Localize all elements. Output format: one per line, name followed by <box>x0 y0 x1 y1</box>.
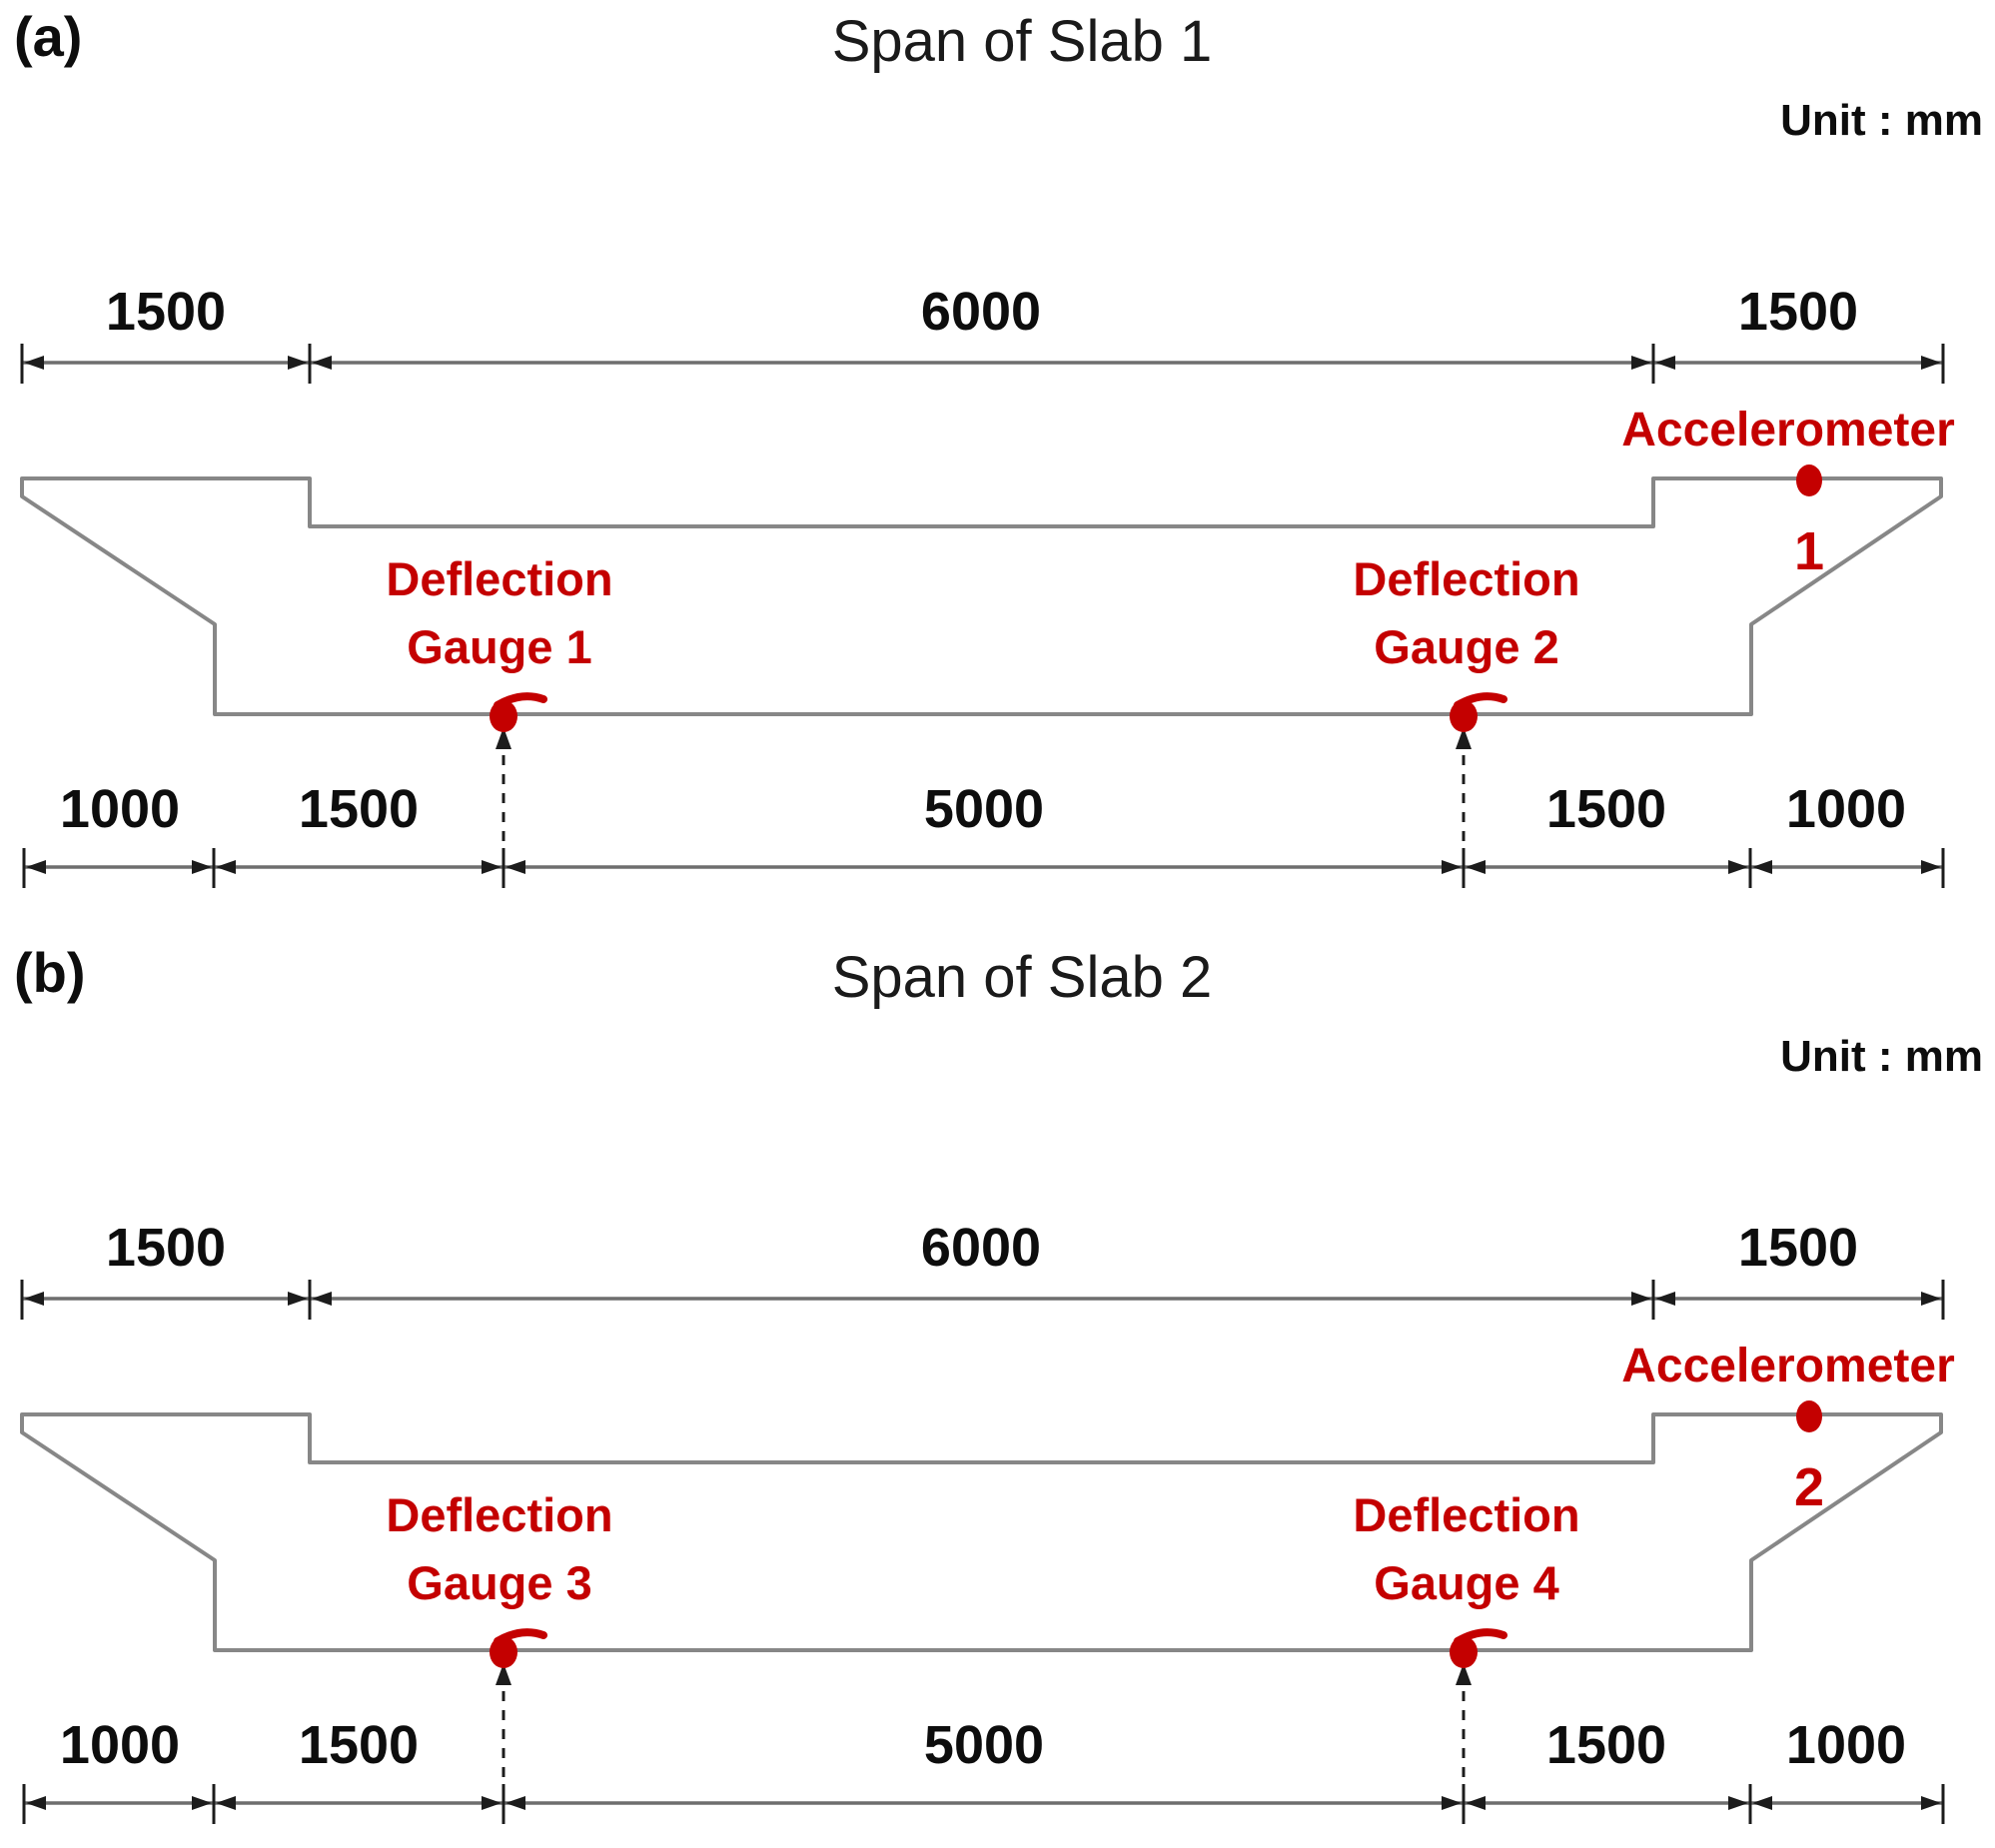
accelerometer-number: 2 <box>1793 1457 1825 1517</box>
top-dim-6000: 6000 <box>920 1218 1042 1278</box>
slab-2-drawing <box>20 1280 1945 1824</box>
accelerometer-number: 1 <box>1793 521 1825 581</box>
top-dim-1500-left: 1500 <box>105 282 227 342</box>
top-dimension-ticks <box>20 344 1945 384</box>
gauge-label-line2: Gauge 1 <box>407 620 592 673</box>
bottom-dimension-arrows <box>26 1796 1941 1810</box>
gauge-label-line1: Deflection <box>386 1488 613 1541</box>
slab-outline <box>20 476 1943 716</box>
panel-title: Span of Slab 1 <box>831 9 1213 74</box>
panel-title: Span of Slab 2 <box>831 945 1213 1010</box>
bottom-dimension-ticks <box>22 1784 1945 1824</box>
gauge-dashed-arrowheads <box>496 727 1472 749</box>
gauge-label-line1: Deflection <box>1353 552 1580 605</box>
slab-1-drawing <box>20 344 1945 888</box>
accelerometer-label: Accelerometer <box>1621 1340 1955 1392</box>
bottom-dim-1500-right: 1500 <box>1545 1715 1667 1775</box>
bottom-dimension-ticks <box>22 848 1945 888</box>
top-dimension-ticks <box>20 1280 1945 1320</box>
top-dim-1500-right: 1500 <box>1737 1218 1859 1278</box>
sensor-markers <box>490 464 1822 732</box>
top-dimension-arrows <box>24 356 1941 370</box>
unit-note: Unit : mm <box>1780 1032 1983 1081</box>
panel-tag: (b) <box>14 941 86 1004</box>
top-dim-1500-right: 1500 <box>1737 282 1859 342</box>
bottom-dim-1500-left: 1500 <box>298 1715 420 1775</box>
bottom-dimension-arrows <box>26 860 1941 874</box>
gauge-label-line2: Gauge 4 <box>1374 1556 1559 1609</box>
sensor-markers <box>490 1400 1822 1668</box>
accelerometer-label: Accelerometer <box>1621 404 1955 457</box>
bottom-dim-1500-left: 1500 <box>298 779 420 839</box>
gauge-label-line2: Gauge 3 <box>407 1556 592 1609</box>
bottom-dim-5000: 5000 <box>923 1715 1045 1775</box>
panel-tag: (a) <box>14 5 83 68</box>
panel-slab-2: (b) Span of Slab 2 Unit : mm 1500 6000 1… <box>0 936 1995 1848</box>
slab-outline <box>20 1412 1943 1652</box>
bottom-dim-1000-right: 1000 <box>1785 779 1907 839</box>
top-dim-1500-left: 1500 <box>105 1218 227 1278</box>
gauge-label-line2: Gauge 2 <box>1374 620 1559 673</box>
accelerometer-dot <box>1796 464 1822 496</box>
bottom-dim-1000-left: 1000 <box>59 779 181 839</box>
deflection-gauge-dot-left <box>490 1636 517 1668</box>
top-dimension-arrows <box>24 1292 1941 1306</box>
gauge-label-line1: Deflection <box>386 552 613 605</box>
accelerometer-dot <box>1796 1400 1822 1432</box>
panel-slab-1: (a) Span of Slab 1 Unit : mm 1500 6000 1… <box>0 0 1995 912</box>
gauge-dashed-arrowheads <box>496 1663 1472 1685</box>
top-dim-6000: 6000 <box>920 282 1042 342</box>
bottom-dim-1000-left: 1000 <box>59 1715 181 1775</box>
bottom-dim-1000-right: 1000 <box>1785 1715 1907 1775</box>
deflection-gauge-dot-left <box>490 700 517 732</box>
unit-note: Unit : mm <box>1780 96 1983 145</box>
deflection-gauge-dot-right <box>1450 700 1478 732</box>
bottom-dim-1500-right: 1500 <box>1545 779 1667 839</box>
gauge-label-line1: Deflection <box>1353 1488 1580 1541</box>
bottom-dim-5000: 5000 <box>923 779 1045 839</box>
deflection-gauge-dot-right <box>1450 1636 1478 1668</box>
